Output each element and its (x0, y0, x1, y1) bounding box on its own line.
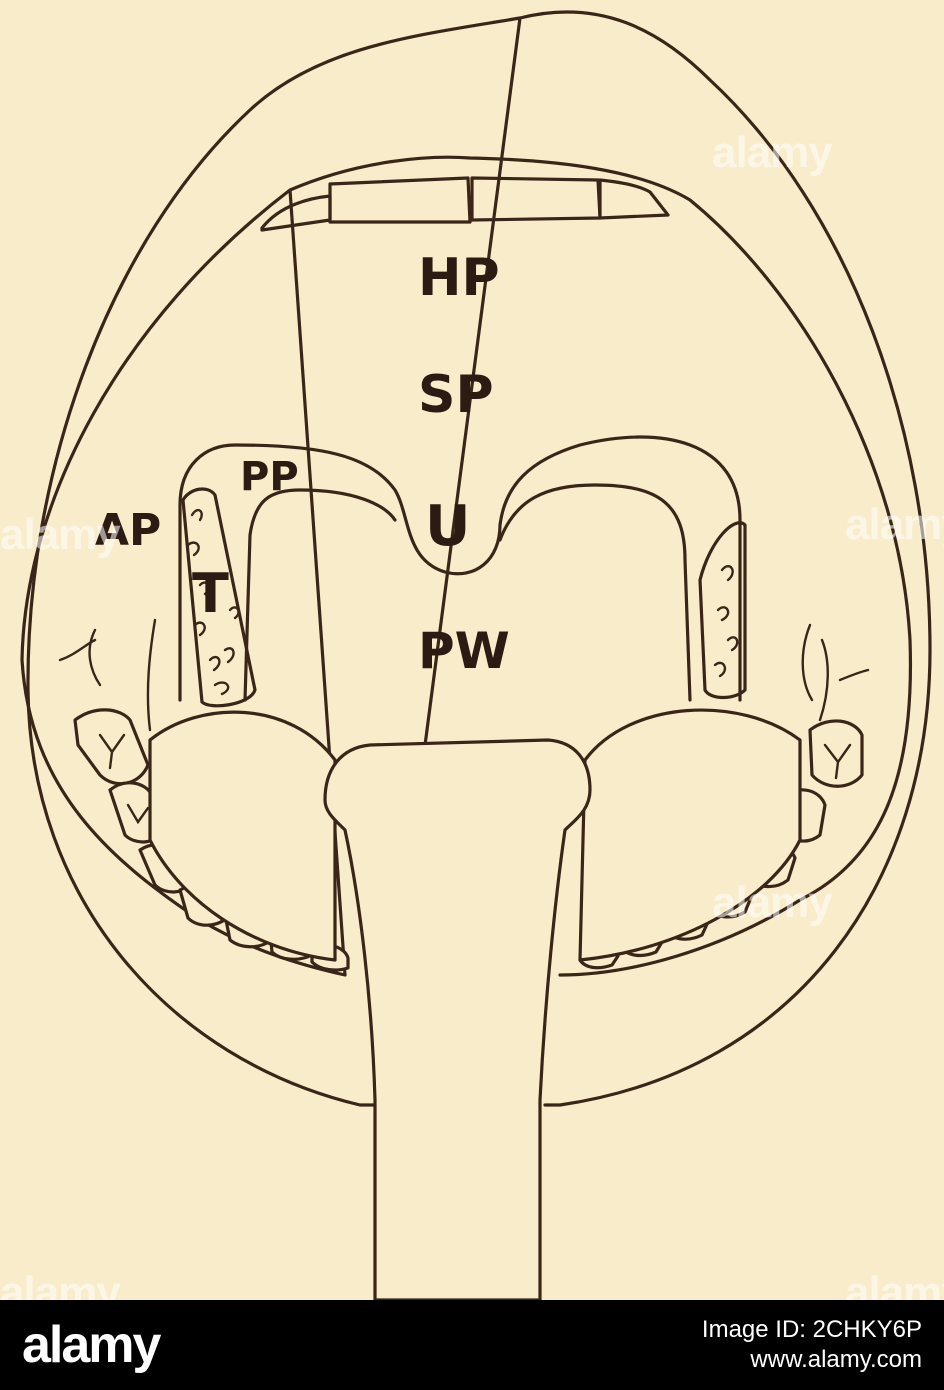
alamy-logo: alamy (22, 1315, 159, 1375)
label-pp: PP (240, 454, 299, 500)
label-ap: AP (95, 505, 161, 556)
stock-footer-bar: alamy Image ID: 2CHKY6P www.alamy.com (0, 1300, 944, 1390)
label-pw: PW (418, 622, 510, 680)
label-u: U (425, 494, 470, 559)
image-id-text: Image ID: 2CHKY6P (702, 1315, 922, 1345)
site-url-link[interactable]: www.alamy.com (702, 1345, 922, 1375)
label-hp: HP (418, 248, 500, 308)
label-t: T (192, 562, 229, 625)
upper-teeth (262, 178, 668, 230)
right-tonsil-flecks (715, 566, 737, 676)
right-tonsil (700, 523, 745, 698)
tongue-left-lobe (150, 712, 335, 960)
tongue-right-lobe (580, 710, 800, 960)
mouth-throat-diagram: HP SP PP AP U T PW alamy alamy alamy ala… (0, 0, 944, 1300)
tongue-depressor (325, 740, 590, 1300)
footer-meta: Image ID: 2CHKY6P www.alamy.com (702, 1315, 922, 1375)
diagram-canvas: HP SP PP AP U T PW (0, 0, 944, 1300)
label-sp: SP (418, 365, 494, 425)
